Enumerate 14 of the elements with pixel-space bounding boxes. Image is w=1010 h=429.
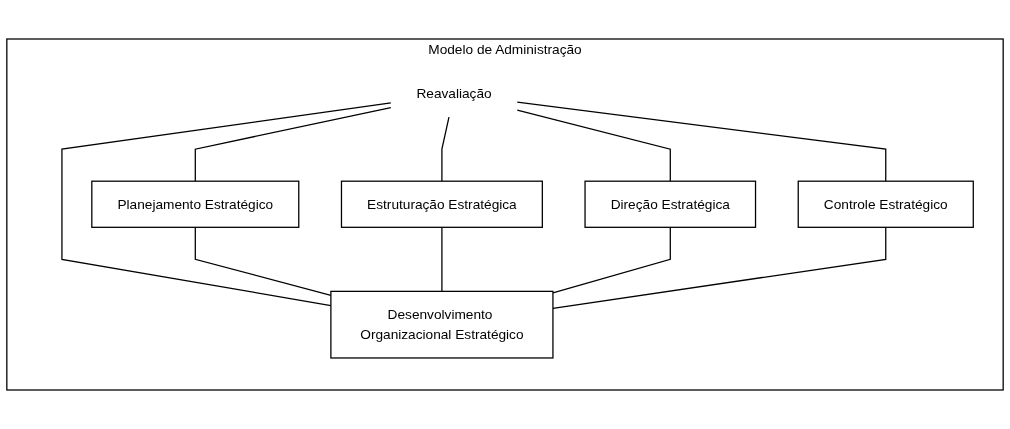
connector xyxy=(61,102,392,307)
node-box: Estruturação Estratégica xyxy=(340,180,543,228)
connector xyxy=(516,109,671,182)
connector xyxy=(194,106,392,182)
node-box: Desenvolvimento Organizacional Estratégico xyxy=(330,290,554,359)
connector xyxy=(552,226,671,294)
connector xyxy=(552,226,887,309)
node-box: Direção Estratégica xyxy=(584,180,757,228)
connector xyxy=(516,101,887,182)
node-text: Reavaliação xyxy=(416,86,492,101)
node-box: Controle Estratégico xyxy=(797,180,974,228)
connector xyxy=(441,226,443,292)
connector xyxy=(441,116,450,182)
node-box: Planejamento Estratégico xyxy=(91,180,300,228)
